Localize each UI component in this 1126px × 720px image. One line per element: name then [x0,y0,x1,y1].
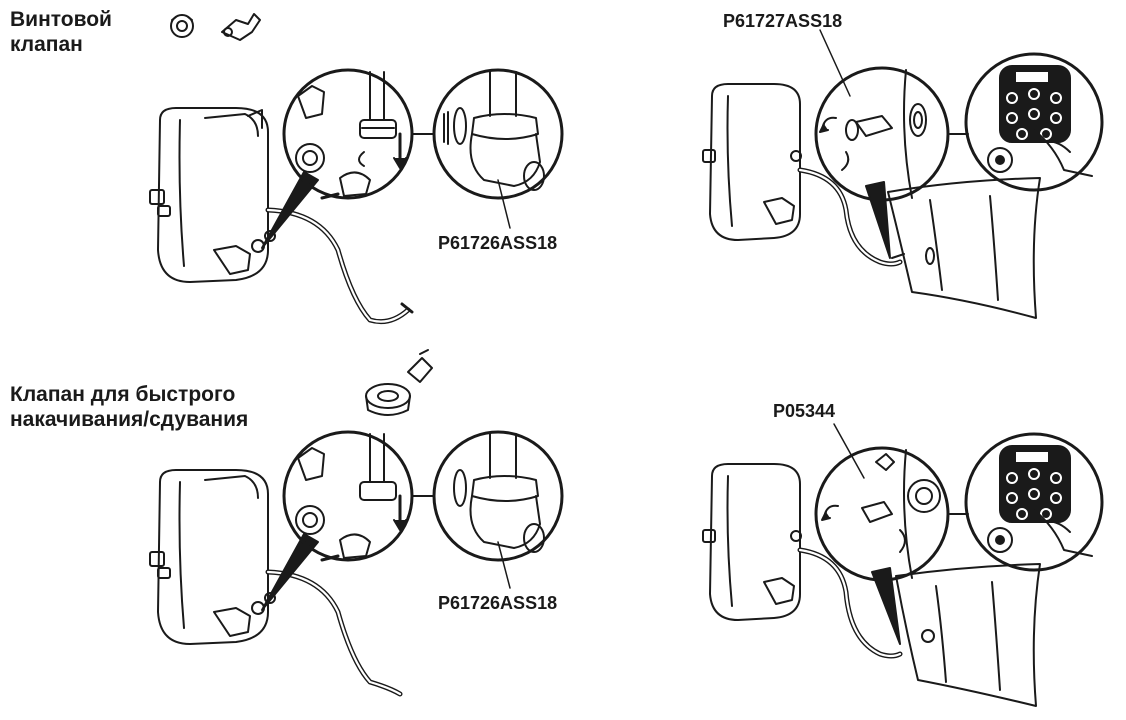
zoom-circle-control-panel [964,52,1104,192]
part-number-top-left: P61726ASS18 [438,233,558,253]
pump-unit-bottom-right [702,463,802,621]
zoom-circle-valve-housing [432,68,564,200]
zoom-circle-control-panel-bottom [964,432,1104,572]
pump-unit-right [702,83,802,241]
quick-valve-icon [365,349,433,416]
screw-valve-body-icon [221,13,261,41]
screw-valve-cap-icon [170,14,194,38]
panel-bottom-left [149,349,564,697]
zoom-circle-valve-removal [282,68,414,200]
pump-unit-bottom [149,469,276,645]
section-title-screw-valve-line1: Винтовой [10,8,112,31]
zoom-circle-quick-valve-removal [282,430,414,562]
zoom-circle-quick-valve-housing [432,430,564,562]
zoom-circle-cap-removal [814,66,950,202]
spa-wall [887,177,1041,319]
section-title-quick-valve-line2: накачивания/сдувания [10,408,249,431]
spa-wall-bottom [895,563,1041,707]
hose [265,207,411,325]
panel-top-left [149,13,564,325]
section-title-quick-valve-line1: Клапан для быстрого [10,383,236,406]
zoom-circle-quick-cap-removal [814,446,950,582]
pump-unit [149,107,276,283]
panel-bottom-right [702,423,1104,707]
part-number-bottom-right: P05344 [773,401,836,421]
part-number-top-right: P61727ASS18 [723,11,843,31]
part-number-bottom-left: P61726ASS18 [438,593,558,613]
section-title-screw-valve-line2: клапан [10,33,83,56]
panel-top-right [702,29,1104,319]
callout-pointer [261,171,319,249]
